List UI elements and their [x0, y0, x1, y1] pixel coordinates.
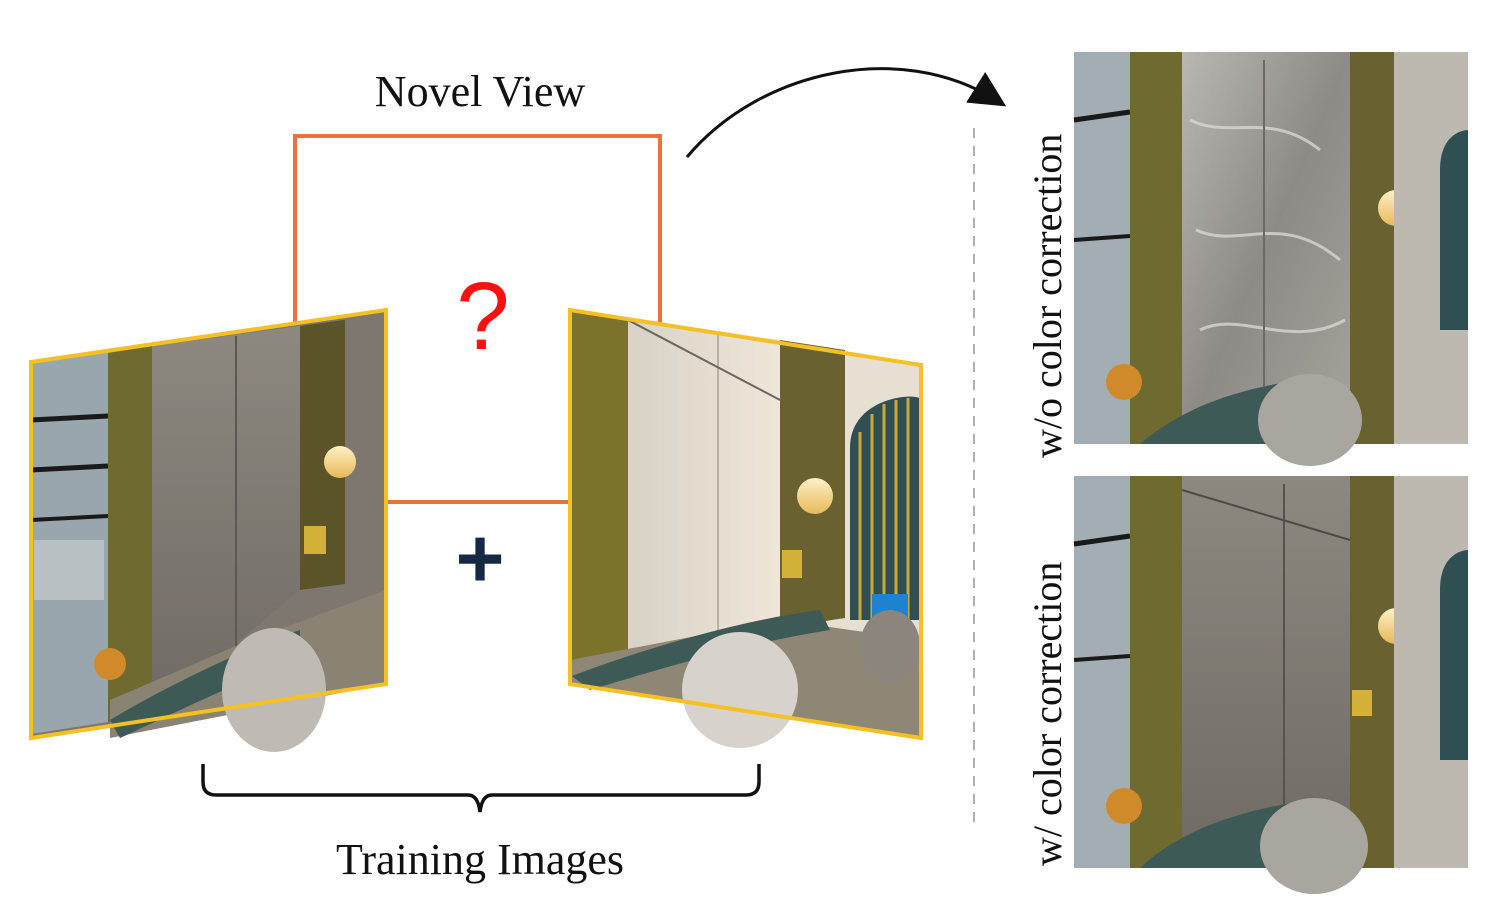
novel-view-frame	[293, 134, 662, 504]
with-color-correction-label: w/ color correction	[1025, 561, 1070, 866]
training-image-right	[568, 307, 923, 748]
training-bracket	[201, 764, 761, 813]
plus-sign: +	[455, 511, 505, 605]
curved-arrow	[685, 67, 1007, 158]
without-color-correction-label: w/o color correction	[1025, 133, 1070, 458]
training-image-left	[29, 307, 388, 752]
training-images-label: Training Images	[335, 835, 625, 884]
result-image-without-correction	[1073, 52, 1468, 466]
question-mark: ?	[456, 263, 510, 370]
novel-view-label: Novel View	[374, 67, 586, 116]
result-image-with-correction	[1073, 476, 1468, 894]
